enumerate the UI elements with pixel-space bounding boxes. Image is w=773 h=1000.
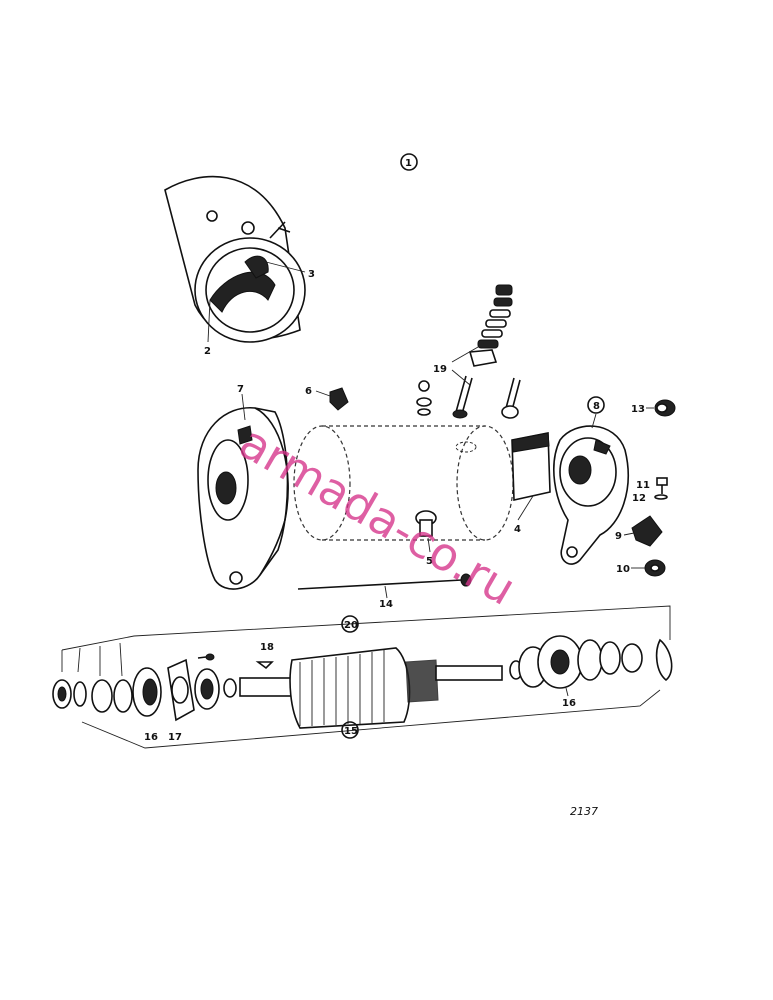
label-12: 12 (632, 493, 646, 504)
small-hardware (631, 399, 676, 577)
label-17: 17 (168, 732, 182, 743)
label-7: 7 (237, 384, 244, 395)
label-19: 19 (433, 364, 447, 375)
drawing-number: 2137 (570, 805, 598, 818)
label-20: 20 (344, 620, 358, 631)
long-through-bolt (297, 573, 472, 590)
armature-left-parts (52, 653, 237, 722)
label-1: 1 (405, 158, 412, 169)
label-11: 11 (636, 480, 650, 491)
label-13: 13 (631, 404, 645, 415)
band-cover (511, 432, 551, 501)
label-16a: 16 (144, 732, 158, 743)
label-4: 4 (514, 524, 521, 535)
field-coil-housing (164, 175, 306, 343)
terminal-clip (329, 387, 349, 411)
callout-1: 1 (400, 153, 418, 171)
armature (239, 647, 523, 729)
label-2: 2 (204, 346, 211, 357)
label-18: 18 (260, 642, 274, 653)
label-5: 5 (426, 556, 433, 567)
label-15: 15 (344, 726, 358, 737)
drive-end-bracket (197, 407, 289, 590)
label-16b: 16 (562, 698, 576, 709)
label-14: 14 (379, 599, 393, 610)
through-bolts (416, 375, 521, 419)
armature-group-bracket (61, 605, 671, 749)
label-9: 9 (615, 531, 622, 542)
pole-screw (415, 510, 437, 537)
label-8: 8 (593, 401, 600, 412)
label-6: 6 (305, 386, 312, 397)
label-3: 3 (308, 269, 315, 280)
commutator-end-bracket (553, 425, 629, 565)
brush-spring-stack (468, 284, 513, 367)
label-10: 10 (616, 564, 630, 575)
armature-right-parts (518, 635, 673, 689)
